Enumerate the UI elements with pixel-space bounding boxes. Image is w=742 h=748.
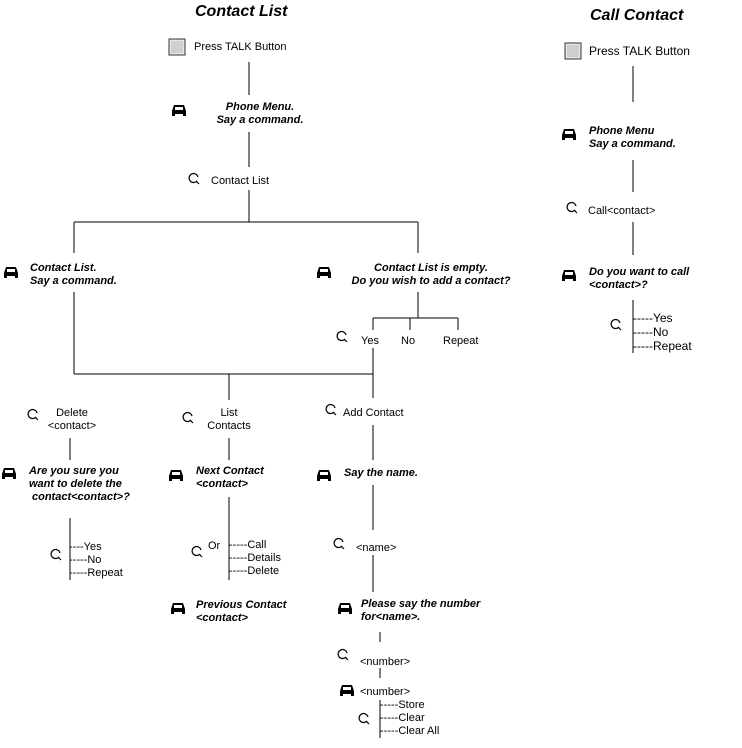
next-contact-prompt: Next Contact <contact> <box>196 465 264 490</box>
delete-option-yes: ----Yes <box>69 541 102 553</box>
voice-command-icon <box>191 546 203 558</box>
delete-options: ----Yes -----No -----Repeat <box>69 541 123 580</box>
number-echo: <number> <box>360 686 411 698</box>
voice-command-icon <box>337 649 349 661</box>
call-options: -----Yes -----No -----Repeat <box>633 311 692 353</box>
voice-command-icon <box>188 173 200 185</box>
number-option-store: -----Store <box>380 699 425 711</box>
number-prompt: Please say the number for<name>. <box>361 598 481 623</box>
car-icon <box>171 603 185 614</box>
voice-command-icon <box>336 331 348 343</box>
or-label: Or <box>208 540 221 552</box>
delete-option-no: -----No <box>69 554 102 566</box>
talk-button-icon <box>168 38 186 56</box>
talk-button-icon <box>564 42 582 60</box>
voice-command-icon <box>50 549 62 561</box>
car-icon <box>172 105 186 116</box>
empty-option-no: No <box>401 335 416 347</box>
list-option-delete: -----Delete <box>229 565 280 577</box>
car-icon <box>317 267 331 278</box>
call-contact-title: Call Contact <box>590 7 684 24</box>
car-icon <box>562 129 576 140</box>
voice-command-icon <box>610 319 622 331</box>
delete-confirm-prompt: Are you sure you want to delete the cont… <box>29 465 130 503</box>
empty-option-repeat: Repeat <box>443 335 479 347</box>
contact-list-title: Contact List <box>195 3 288 20</box>
car-icon <box>4 267 18 278</box>
contact-list-prompt: Contact List. Say a command. <box>30 262 117 287</box>
call-contact-command: Call<contact> <box>588 205 656 217</box>
list-option-details: -----Details <box>229 552 281 564</box>
phone-menu-prompt: Phone Menu. Say a command. <box>216 101 304 126</box>
press-talk-label: Press TALK Button <box>194 41 287 53</box>
number-options: -----Store -----Clear -----Clear All <box>380 699 439 738</box>
empty-list-prompt: Contact List is empty. Do you wish to ad… <box>351 262 511 287</box>
call-option-yes: -----Yes <box>633 311 673 325</box>
contact-list-command: Contact List <box>211 175 270 187</box>
voice-command-icon <box>566 202 578 214</box>
list-options: -----Call -----Details -----Delete <box>229 539 281 578</box>
call-press-talk-label: Press TALK Button <box>589 44 690 58</box>
empty-option-yes: Yes <box>361 335 379 347</box>
call-phone-menu-prompt: Phone Menu Say a command. <box>589 125 676 150</box>
add-contact-command: Add Contact <box>343 407 404 419</box>
car-icon <box>338 603 352 614</box>
car-icon <box>340 685 354 696</box>
car-icon <box>2 468 16 479</box>
number-option-clear: -----Clear <box>380 712 425 724</box>
car-icon <box>169 470 183 481</box>
voice-command-icon <box>333 538 345 550</box>
car-icon <box>317 470 331 481</box>
voice-command-icon <box>325 404 337 416</box>
delete-option-repeat: -----Repeat <box>69 567 123 579</box>
previous-contact-prompt: Previous Contact <contact> <box>196 599 287 624</box>
call-confirm-prompt: Do you want to call <contact>? <box>589 266 690 291</box>
number-option-clear-all: -----Clear All <box>380 725 440 737</box>
name-command: <name> <box>356 542 397 554</box>
list-contacts-command: List Contacts <box>207 407 251 432</box>
call-option-no: -----No <box>633 325 669 339</box>
number-command: <number> <box>360 656 411 668</box>
voice-command-icon <box>182 412 194 424</box>
call-option-repeat: -----Repeat <box>633 339 692 353</box>
say-name-prompt: Say the name. <box>344 467 418 479</box>
car-icon <box>562 270 576 281</box>
voice-command-icon <box>27 409 39 421</box>
delete-command: Delete <contact> <box>47 407 97 432</box>
voice-command-icon <box>358 713 370 725</box>
list-option-call: -----Call <box>229 539 267 551</box>
